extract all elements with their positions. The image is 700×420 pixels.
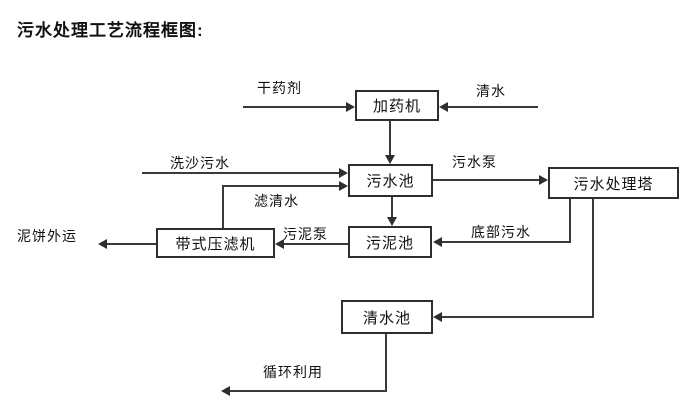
edge-clear-water-line [446, 106, 538, 108]
arrowhead-left-icon [275, 239, 284, 249]
arrowhead-right-icon [346, 102, 355, 112]
label-bottom-sewage: 底部污水 [471, 224, 531, 240]
label-filtered-water: 滤清水 [254, 193, 299, 209]
edge-bottom-sewage-line [440, 241, 571, 243]
edge-sewage-pump-line [433, 179, 540, 181]
edge-dosing-to-sewage-line [389, 121, 391, 157]
node-belt-filter-press: 带式压滤机 [156, 228, 275, 258]
arrowhead-left-icon [433, 312, 442, 322]
arrowhead-right-icon [339, 181, 348, 191]
page-title: 污水处理工艺流程框图: [17, 21, 204, 40]
edge-filtered-water-riser [222, 186, 224, 228]
node-dosing-machine: 加药机 [355, 90, 439, 121]
label-mud-cake-out: 泥饼外运 [17, 228, 77, 244]
node-clear-water-pool: 清水池 [341, 300, 433, 334]
edge-recycling-line [228, 390, 387, 392]
arrowhead-right-icon [339, 168, 348, 178]
node-sewage-pool: 污水池 [348, 164, 433, 197]
label-sand-washing-sewage: 洗沙污水 [170, 155, 230, 171]
label-sewage-pump: 污水泵 [452, 154, 497, 170]
edge-recycling-riser [385, 334, 387, 392]
arrowhead-left-icon [433, 237, 442, 247]
arrowhead-left-icon [221, 386, 230, 396]
node-treatment-tower: 污水处理塔 [548, 167, 679, 199]
node-sludge-pool: 污泥池 [348, 226, 432, 258]
label-dry-chemical: 干药剂 [257, 80, 302, 96]
arrowhead-left-icon [439, 102, 448, 112]
edge-bottom-sewage-riser [569, 199, 571, 243]
arrowhead-left-icon [98, 239, 107, 249]
arrowhead-down-icon [385, 155, 395, 164]
edge-filtered-water-line [222, 185, 341, 187]
label-sludge-pump: 污泥泵 [283, 226, 328, 242]
edge-sludge-pump-line [282, 243, 348, 245]
arrowhead-right-icon [539, 175, 548, 185]
edge-tower-to-clear-riser [592, 199, 594, 318]
edge-sewage-to-sludge-line [391, 197, 393, 218]
edge-mud-cake-line [105, 243, 156, 245]
edge-sand-washing-line [142, 172, 341, 174]
edge-tower-to-clear-line [440, 316, 594, 318]
label-clear-water: 清水 [476, 83, 506, 99]
arrowhead-down-icon [387, 217, 397, 226]
label-recycling: 循环利用 [263, 364, 323, 380]
edge-dry-chemical-line [243, 106, 348, 108]
